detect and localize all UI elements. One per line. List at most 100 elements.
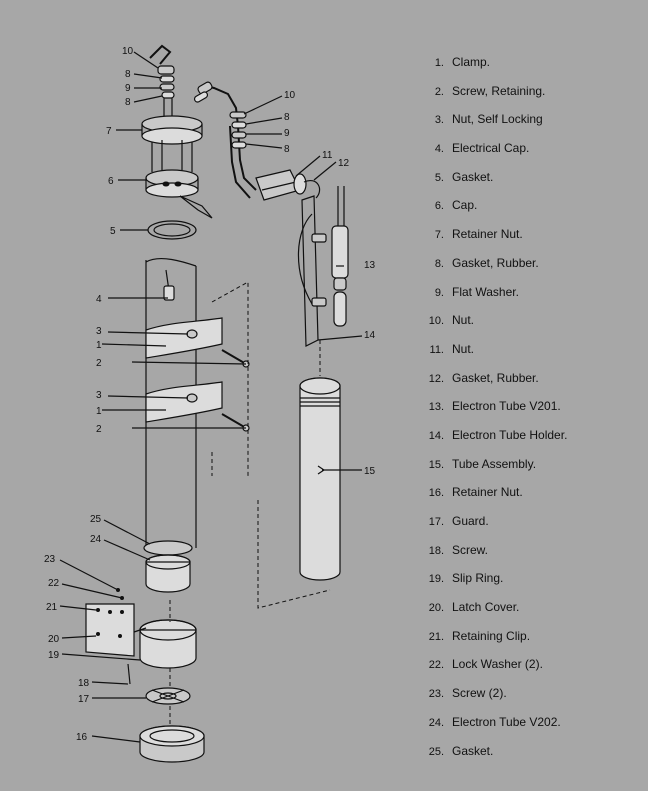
legend-number: 23. [428,688,444,701]
legend-number: 10. [428,315,444,328]
legend-item: 15.Tube Assembly. [418,454,644,483]
legend-label: Latch Cover. [452,600,520,615]
callout-19: 19 [48,650,60,661]
callout-8-side-a: 8 [284,112,290,123]
legend-label: Electrical Cap. [452,141,530,156]
legend-label: Screw (2). [452,686,507,701]
parts-legend: 1. Clamp. 2. Screw, Retaining. 3. Nut, Self… [418,52,644,769]
legend-label: Slip Ring. [452,571,504,586]
callout-17: 17 [78,694,90,705]
legend-number: 16. [428,487,444,500]
callout-15: 15 [364,466,376,477]
legend-number: 2. [434,85,444,98]
legend-number: 4. [434,143,444,156]
callout-8-top-a: 8 [125,69,131,80]
legend-item: 22. Lock Washer (2). [418,654,644,683]
lower-clamp [145,381,250,432]
retainer-nut-7 [141,115,203,172]
legend-item: 24. Electron Tube V202. [418,712,644,741]
legend-label: Retainer Nut. [452,227,523,242]
callout-14: 14 [364,330,376,341]
legend-number: 9. [434,286,444,299]
callout-21: 21 [46,602,58,613]
legend-label: Clamp. [452,55,491,69]
callout-3-lower: 3 [96,390,102,401]
legend-number: 13. [428,401,444,414]
legend-label: Nut. [452,313,475,328]
legend-item: 4. Electrical Cap. [418,138,644,167]
legend-number: 22. [428,659,444,672]
legend-label: Guard. [452,514,489,528]
legend-label: Nut. [452,341,475,356]
legend-label: Electron Tube V201. [452,399,561,414]
callout-11: 11 [322,150,333,161]
callout-25: 25 [90,514,102,525]
legend-number: 24. [428,716,444,729]
legend-label: Flat Washer. [452,284,519,299]
legend-item: 19.Slip Ring. [418,568,644,597]
callout-2-upper: 2 [96,358,102,369]
callout-labels: 10 8 9 8 7 10 8 9 8 11 12 6 5 13 4 14 3 … [44,46,376,743]
legend-item: 11. Nut. [418,339,644,368]
legend-number: 11. [429,343,444,356]
callout-18: 18 [78,678,90,689]
legend-item: 14.Electron Tube Holder. [418,425,644,454]
legend-item: 13. Electron Tube V201. [418,396,644,425]
legend-number: 17. [428,516,444,528]
legend-number: 20. [428,602,444,615]
legend-label: Tube Assembly. [452,456,537,471]
legend-label: Gasket. [452,169,494,184]
legend-item: 23. Screw (2). [418,683,644,712]
legend-item: 17. Guard. [418,511,644,540]
callout-8-side-b: 8 [284,144,290,155]
legend-number: 6. [434,200,444,213]
legend-label: Electron Tube V202. [452,714,561,729]
gasket-5 [147,220,197,240]
callout-9-top: 9 [125,83,131,94]
legend-item: 16. Retainer Nut. [418,482,644,511]
electron-tube-holder-14 [297,195,327,347]
callout-2-lower: 2 [96,424,102,435]
legend-label: Screw, Retaining. [452,83,546,98]
legend-label: Screw. [452,542,489,557]
legend-item: 5. Gasket. [418,167,644,196]
callout-10-side: 10 [284,90,296,101]
legend-item: 25.Gasket. [418,741,644,770]
legend-number: 21. [428,630,444,643]
callout-16: 16 [76,732,88,743]
callout-24: 24 [90,534,102,545]
legend-label: Cap. [452,198,478,213]
legend-item: 2. Screw, Retaining. [418,81,644,110]
callout-1-upper: 1 [96,340,102,351]
upper-clamp [145,317,250,368]
leader-lines [59,51,363,743]
legend-item: 1. Clamp. [418,52,644,81]
legend-number: 5. [434,171,444,184]
top-cable-fitting [149,44,239,127]
legend-number: 8. [434,257,444,270]
guard-17 [145,687,191,705]
legend-item: 6. Cap. [418,195,644,224]
callout-6: 6 [108,176,114,187]
callout-23: 23 [44,554,56,565]
side-cable-and-nut [229,111,321,201]
legend-number: 3. [434,114,444,127]
legend-label: Lock Washer (2). [452,657,543,672]
callout-10-top: 10 [122,46,134,57]
legend-number: 18. [428,544,444,557]
legend-item: 3. Nut, Self Locking [418,109,644,138]
callout-20: 20 [48,634,60,645]
callout-4: 4 [96,294,102,305]
legend-item: 8.Gasket, Rubber. [418,253,644,282]
callout-3-upper: 3 [96,326,102,337]
legend-number: 14. [428,429,444,442]
electron-tube-v201 [331,186,349,327]
legend-number: 1. [434,57,444,69]
legend-label: Gasket. [452,743,494,758]
exploded-parts-diagram: 10 8 9 8 7 10 8 9 8 11 12 6 5 13 4 14 3 … [44,44,376,763]
tube-assembly-15 [299,377,341,581]
legend-label: Nut, Self Locking [452,112,543,127]
legend-label: Retainer Nut. [452,485,523,500]
callout-7: 7 [106,126,112,137]
legend-item: 7.Retainer Nut. [418,224,644,253]
